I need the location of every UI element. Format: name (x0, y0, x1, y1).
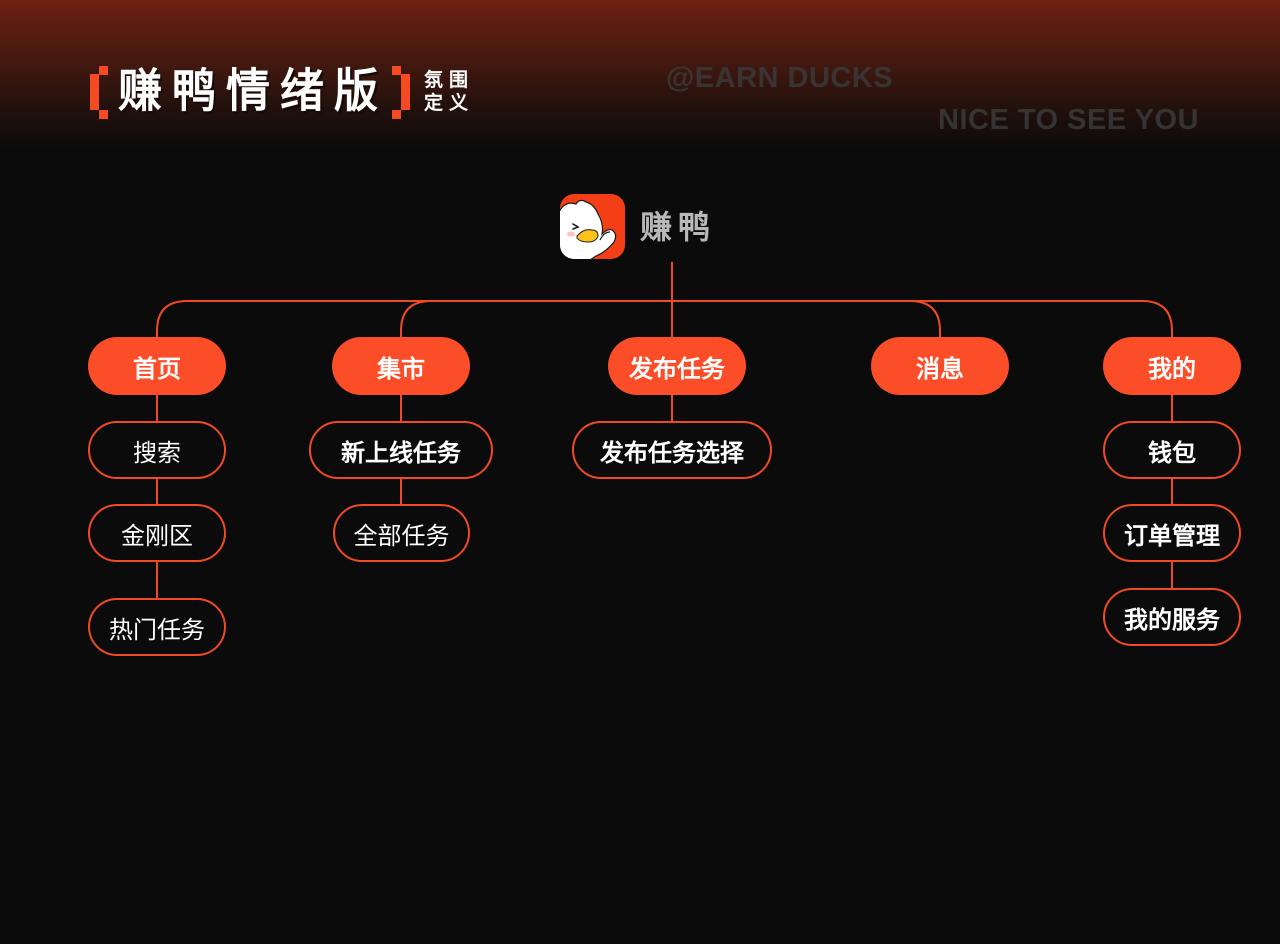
page-subtitle: 氛围 定义 (424, 69, 480, 115)
page-title: 赚鸭情绪版 (118, 64, 388, 119)
watermark-nice-to-see-you: NICE TO SEE YOU (938, 104, 1200, 136)
node-all-tasks: 全部任务 (333, 504, 470, 562)
node-wallet: 钱包 (1103, 421, 1241, 479)
node-order-management: 订单管理 (1103, 504, 1241, 562)
node-mine: 我的 (1103, 337, 1241, 395)
right-bracket-icon (390, 62, 412, 122)
node-messages: 消息 (871, 337, 1009, 395)
node-market: 集市 (332, 337, 470, 395)
page-title-block: 赚鸭情绪版 氛围 定义 (88, 62, 480, 122)
duck-mascot-icon (560, 194, 625, 259)
node-publish-task: 发布任务 (608, 337, 746, 395)
node-my-services: 我的服务 (1103, 588, 1241, 646)
node-new-tasks: 新上线任务 (309, 421, 493, 479)
node-king-kong-zone: 金刚区 (88, 504, 226, 562)
app-name: 赚鸭 (640, 208, 717, 246)
subtitle-line-1: 氛围 (424, 69, 475, 91)
watermark-earn-ducks: @EARN DUCKS (666, 62, 894, 94)
node-publish-task-select: 发布任务选择 (572, 421, 772, 479)
left-bracket-icon (88, 62, 110, 122)
node-hot-tasks: 热门任务 (88, 598, 226, 656)
header-gradient (0, 0, 1280, 150)
node-search: 搜索 (88, 421, 226, 479)
node-home: 首页 (88, 337, 226, 395)
subtitle-line-2: 定义 (424, 92, 475, 114)
